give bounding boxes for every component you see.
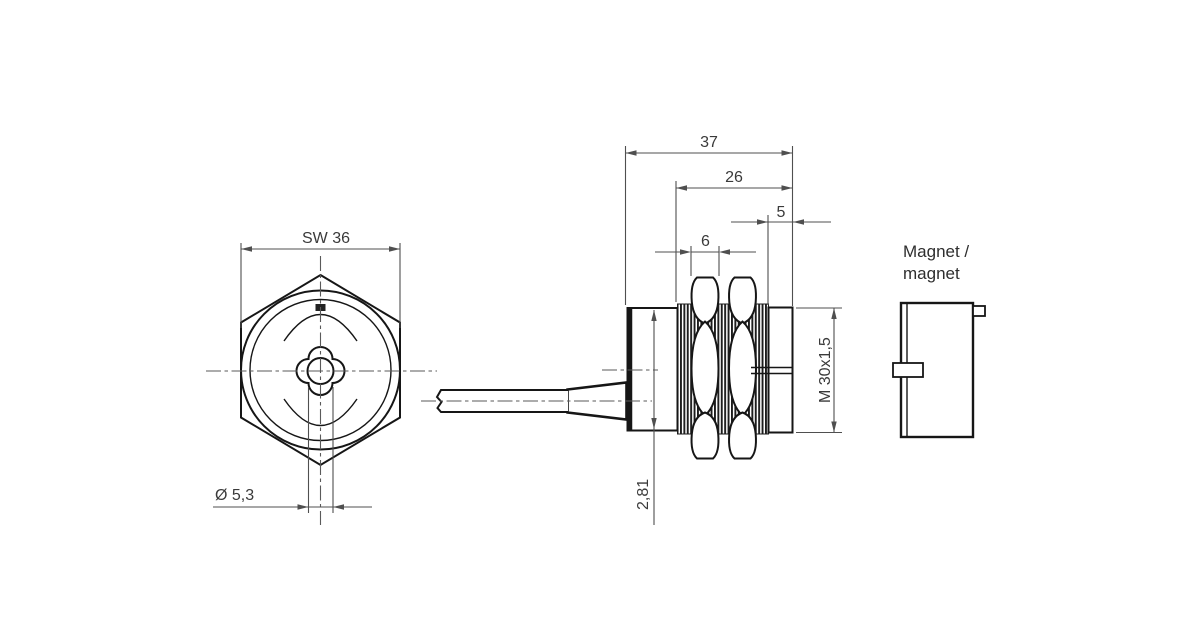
- clover-face-outline: [295, 346, 346, 396]
- hex-nut-1: [690, 276, 720, 460]
- dim-hole-diameter: Ø 5,3: [213, 387, 372, 513]
- side-view: 37 26 5 6: [421, 134, 842, 525]
- dim-overall-length: 37: [624, 134, 794, 306]
- dim-26-label: 26: [725, 169, 743, 186]
- dim-281-label: 2,81: [635, 479, 652, 510]
- bottom-chamfer-arc: [283, 398, 358, 426]
- magnet-label-line2: magnet: [903, 264, 960, 283]
- dim-rear-body: 2,81: [635, 310, 657, 525]
- magnet-label-line1: Magnet /: [903, 242, 969, 261]
- dim-m30-label: M 30x1,5: [817, 337, 834, 403]
- dim-front-cap: 5: [731, 204, 831, 305]
- dim-6-label: 6: [701, 233, 710, 250]
- front-view: SW 36 Ø 5,3: [206, 230, 437, 525]
- rear-housing: [626, 307, 679, 432]
- dim-nut-width: 6: [655, 233, 756, 276]
- front-cap: [767, 306, 794, 434]
- magnet-top-tab: [972, 305, 986, 317]
- dim-thread-section: 26: [675, 169, 793, 302]
- hex-nut-2: [727, 276, 758, 460]
- dim-5-label: 5: [777, 204, 786, 221]
- magnet-side-tab: [892, 362, 924, 378]
- dim-thread-spec: M 30x1,5: [796, 307, 842, 434]
- magnet-view: Magnet / magnet: [892, 242, 986, 439]
- dim-sw36: SW 36: [240, 230, 401, 328]
- dim-hole-label: Ø 5,3: [215, 487, 254, 504]
- dim-37-label: 37: [700, 134, 718, 151]
- dim-sw36-label: SW 36: [302, 230, 350, 247]
